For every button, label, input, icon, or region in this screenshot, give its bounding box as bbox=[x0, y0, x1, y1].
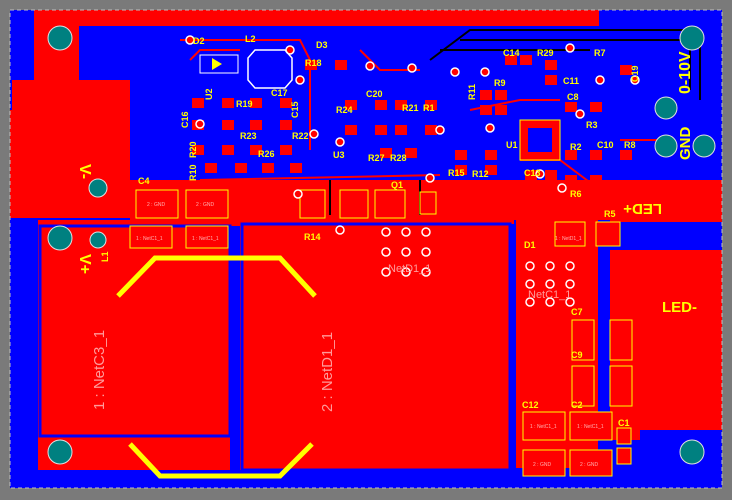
label-r14: R14 bbox=[304, 232, 321, 242]
label-netc3: 1 : NetC3_1 bbox=[91, 330, 108, 410]
label-r1: R1 bbox=[423, 103, 435, 113]
diode-d2-symbol bbox=[212, 58, 222, 70]
label-r6: R6 bbox=[570, 189, 582, 199]
label-r23: R23 bbox=[240, 131, 257, 141]
label-v-plus: V+ bbox=[76, 254, 93, 274]
pad-label-c12-2: 2 : GND bbox=[533, 462, 551, 468]
label-r2: R2 bbox=[570, 142, 582, 152]
label-l2: L2 bbox=[245, 34, 256, 44]
label-r10: R10 bbox=[188, 164, 198, 181]
pad-label-c4-1: 2 : GND bbox=[147, 202, 165, 208]
label-netd1-small: NetD1_1 bbox=[388, 263, 431, 275]
label-led-minus: LED- bbox=[662, 299, 697, 316]
label-r27: R27 bbox=[368, 153, 385, 163]
label-d1: D1 bbox=[524, 240, 536, 250]
pad-label-d1: 1 : NetD1_1 bbox=[555, 236, 582, 242]
label-c7: C7 bbox=[571, 307, 583, 317]
label-c10: C10 bbox=[597, 140, 614, 150]
label-r12: R12 bbox=[472, 169, 489, 179]
label-c4: C4 bbox=[138, 176, 150, 186]
label-r7: R7 bbox=[594, 48, 606, 58]
label-r26: R26 bbox=[258, 149, 275, 159]
label-u3: U3 bbox=[333, 150, 345, 160]
pad-label-c2-2: 2 : GND bbox=[580, 462, 598, 468]
label-c20: C20 bbox=[366, 89, 383, 99]
label-r8: R8 bbox=[624, 140, 636, 150]
pad-netd1 bbox=[240, 222, 512, 472]
label-r22: R22 bbox=[292, 131, 309, 141]
label-u2: U2 bbox=[204, 88, 214, 100]
label-c8: C8 bbox=[567, 92, 579, 102]
small-vias bbox=[185, 35, 640, 307]
label-r3: R3 bbox=[586, 120, 598, 130]
label-c12: C12 bbox=[522, 400, 539, 410]
label-c13: C13 bbox=[524, 168, 541, 178]
cap-pads bbox=[129, 189, 633, 477]
label-r19: R19 bbox=[236, 99, 253, 109]
diode-d2-outline bbox=[199, 54, 239, 74]
label-netc1-small: NetC1_1 bbox=[528, 289, 571, 301]
label-led-plus: LED+ bbox=[623, 200, 662, 217]
vias bbox=[47, 25, 716, 465]
label-d2: D2 bbox=[193, 36, 205, 46]
label-r28: R28 bbox=[390, 153, 407, 163]
label-r20: R20 bbox=[188, 141, 198, 158]
label-c1: C1 bbox=[618, 418, 630, 428]
label-r9: R9 bbox=[494, 78, 506, 88]
label-c14: C14 bbox=[503, 48, 520, 58]
label-r18: R18 bbox=[305, 58, 322, 68]
label-gnd: GND bbox=[677, 127, 694, 161]
label-c15: C15 bbox=[290, 101, 300, 118]
label-d3: D3 bbox=[316, 40, 328, 50]
pad-label-c4-2: 2 : GND bbox=[196, 202, 214, 208]
label-r24: R24 bbox=[336, 105, 353, 115]
label-r21: R21 bbox=[402, 103, 419, 113]
inductor-l2-outline bbox=[247, 49, 293, 89]
label-c11: C11 bbox=[563, 76, 579, 86]
ic-u1 bbox=[519, 119, 561, 161]
label-c17: C17 bbox=[271, 88, 288, 98]
inductor-silkscreen bbox=[116, 255, 317, 479]
pad-label-c5-2: 1 : NetC1_1 bbox=[192, 236, 219, 242]
label-c16: C16 bbox=[180, 111, 190, 128]
pad-label-c5-1: 1 : NetC1_1 bbox=[136, 236, 163, 242]
label-r29: R29 bbox=[537, 48, 554, 58]
label-v-minus: V- bbox=[76, 164, 93, 179]
label-c2: C2 bbox=[571, 400, 583, 410]
label-l1: L1 bbox=[100, 251, 110, 262]
label-q1: Q1 bbox=[391, 180, 403, 190]
pad-label-c12-1: 1 : NetC1_1 bbox=[530, 424, 557, 430]
label-u1: U1 bbox=[506, 140, 518, 150]
pad-label-c2-1: 1 : NetC1_1 bbox=[577, 424, 604, 430]
label-c9: C9 bbox=[571, 350, 583, 360]
label-dim-0-10v: 0-10V bbox=[677, 51, 694, 94]
label-r5: R5 bbox=[604, 209, 616, 219]
label-r15: R15 bbox=[448, 168, 465, 178]
label-r11: R11 bbox=[467, 84, 477, 100]
label-netd1: 2 : NetD1_1 bbox=[319, 332, 336, 412]
label-c19: C19 bbox=[630, 65, 640, 82]
